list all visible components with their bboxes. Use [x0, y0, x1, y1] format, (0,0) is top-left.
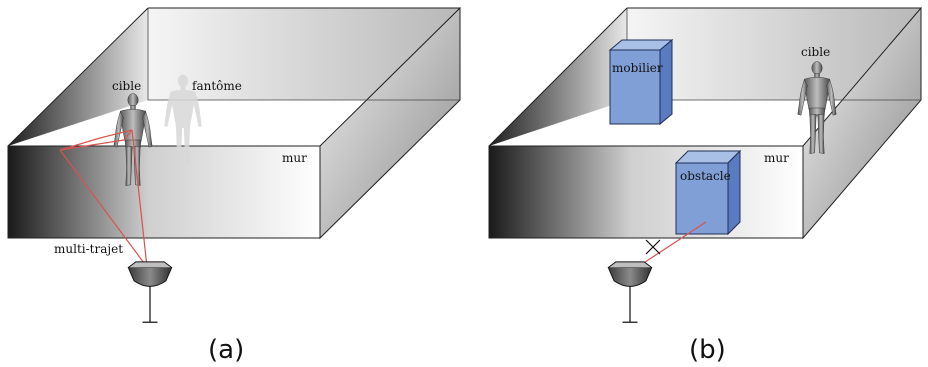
label-wall: mur	[282, 151, 307, 165]
obstacle-box	[674, 149, 742, 236]
multipath-signal	[59, 129, 148, 268]
back-wall	[627, 8, 921, 100]
radar-sensor-icon	[127, 261, 173, 323]
room-a	[7, 6, 461, 240]
radar-sensor-icon	[607, 261, 653, 323]
front-wall	[7, 145, 321, 239]
front-wall	[488, 145, 804, 239]
panel-a: cible fantôme mur multi-trajet (a)	[7, 6, 461, 365]
blocked-cross-icon	[645, 239, 661, 255]
panel-b: mobilier cible mur obstacle (b)	[488, 6, 922, 365]
label-target: cible	[112, 79, 141, 93]
label-multipath: multi-trajet	[54, 242, 123, 256]
label-obstacle: obstacle	[680, 169, 731, 183]
label-ghost: fantôme	[192, 79, 242, 93]
furniture-box	[608, 38, 674, 126]
caption-a: (a)	[208, 335, 244, 365]
label-wall: mur	[764, 151, 789, 165]
label-furniture: mobilier	[612, 61, 663, 75]
label-target: cible	[801, 45, 830, 59]
caption-b: (b)	[689, 335, 726, 365]
blocked-signal	[635, 221, 707, 269]
back-wall	[148, 8, 460, 100]
